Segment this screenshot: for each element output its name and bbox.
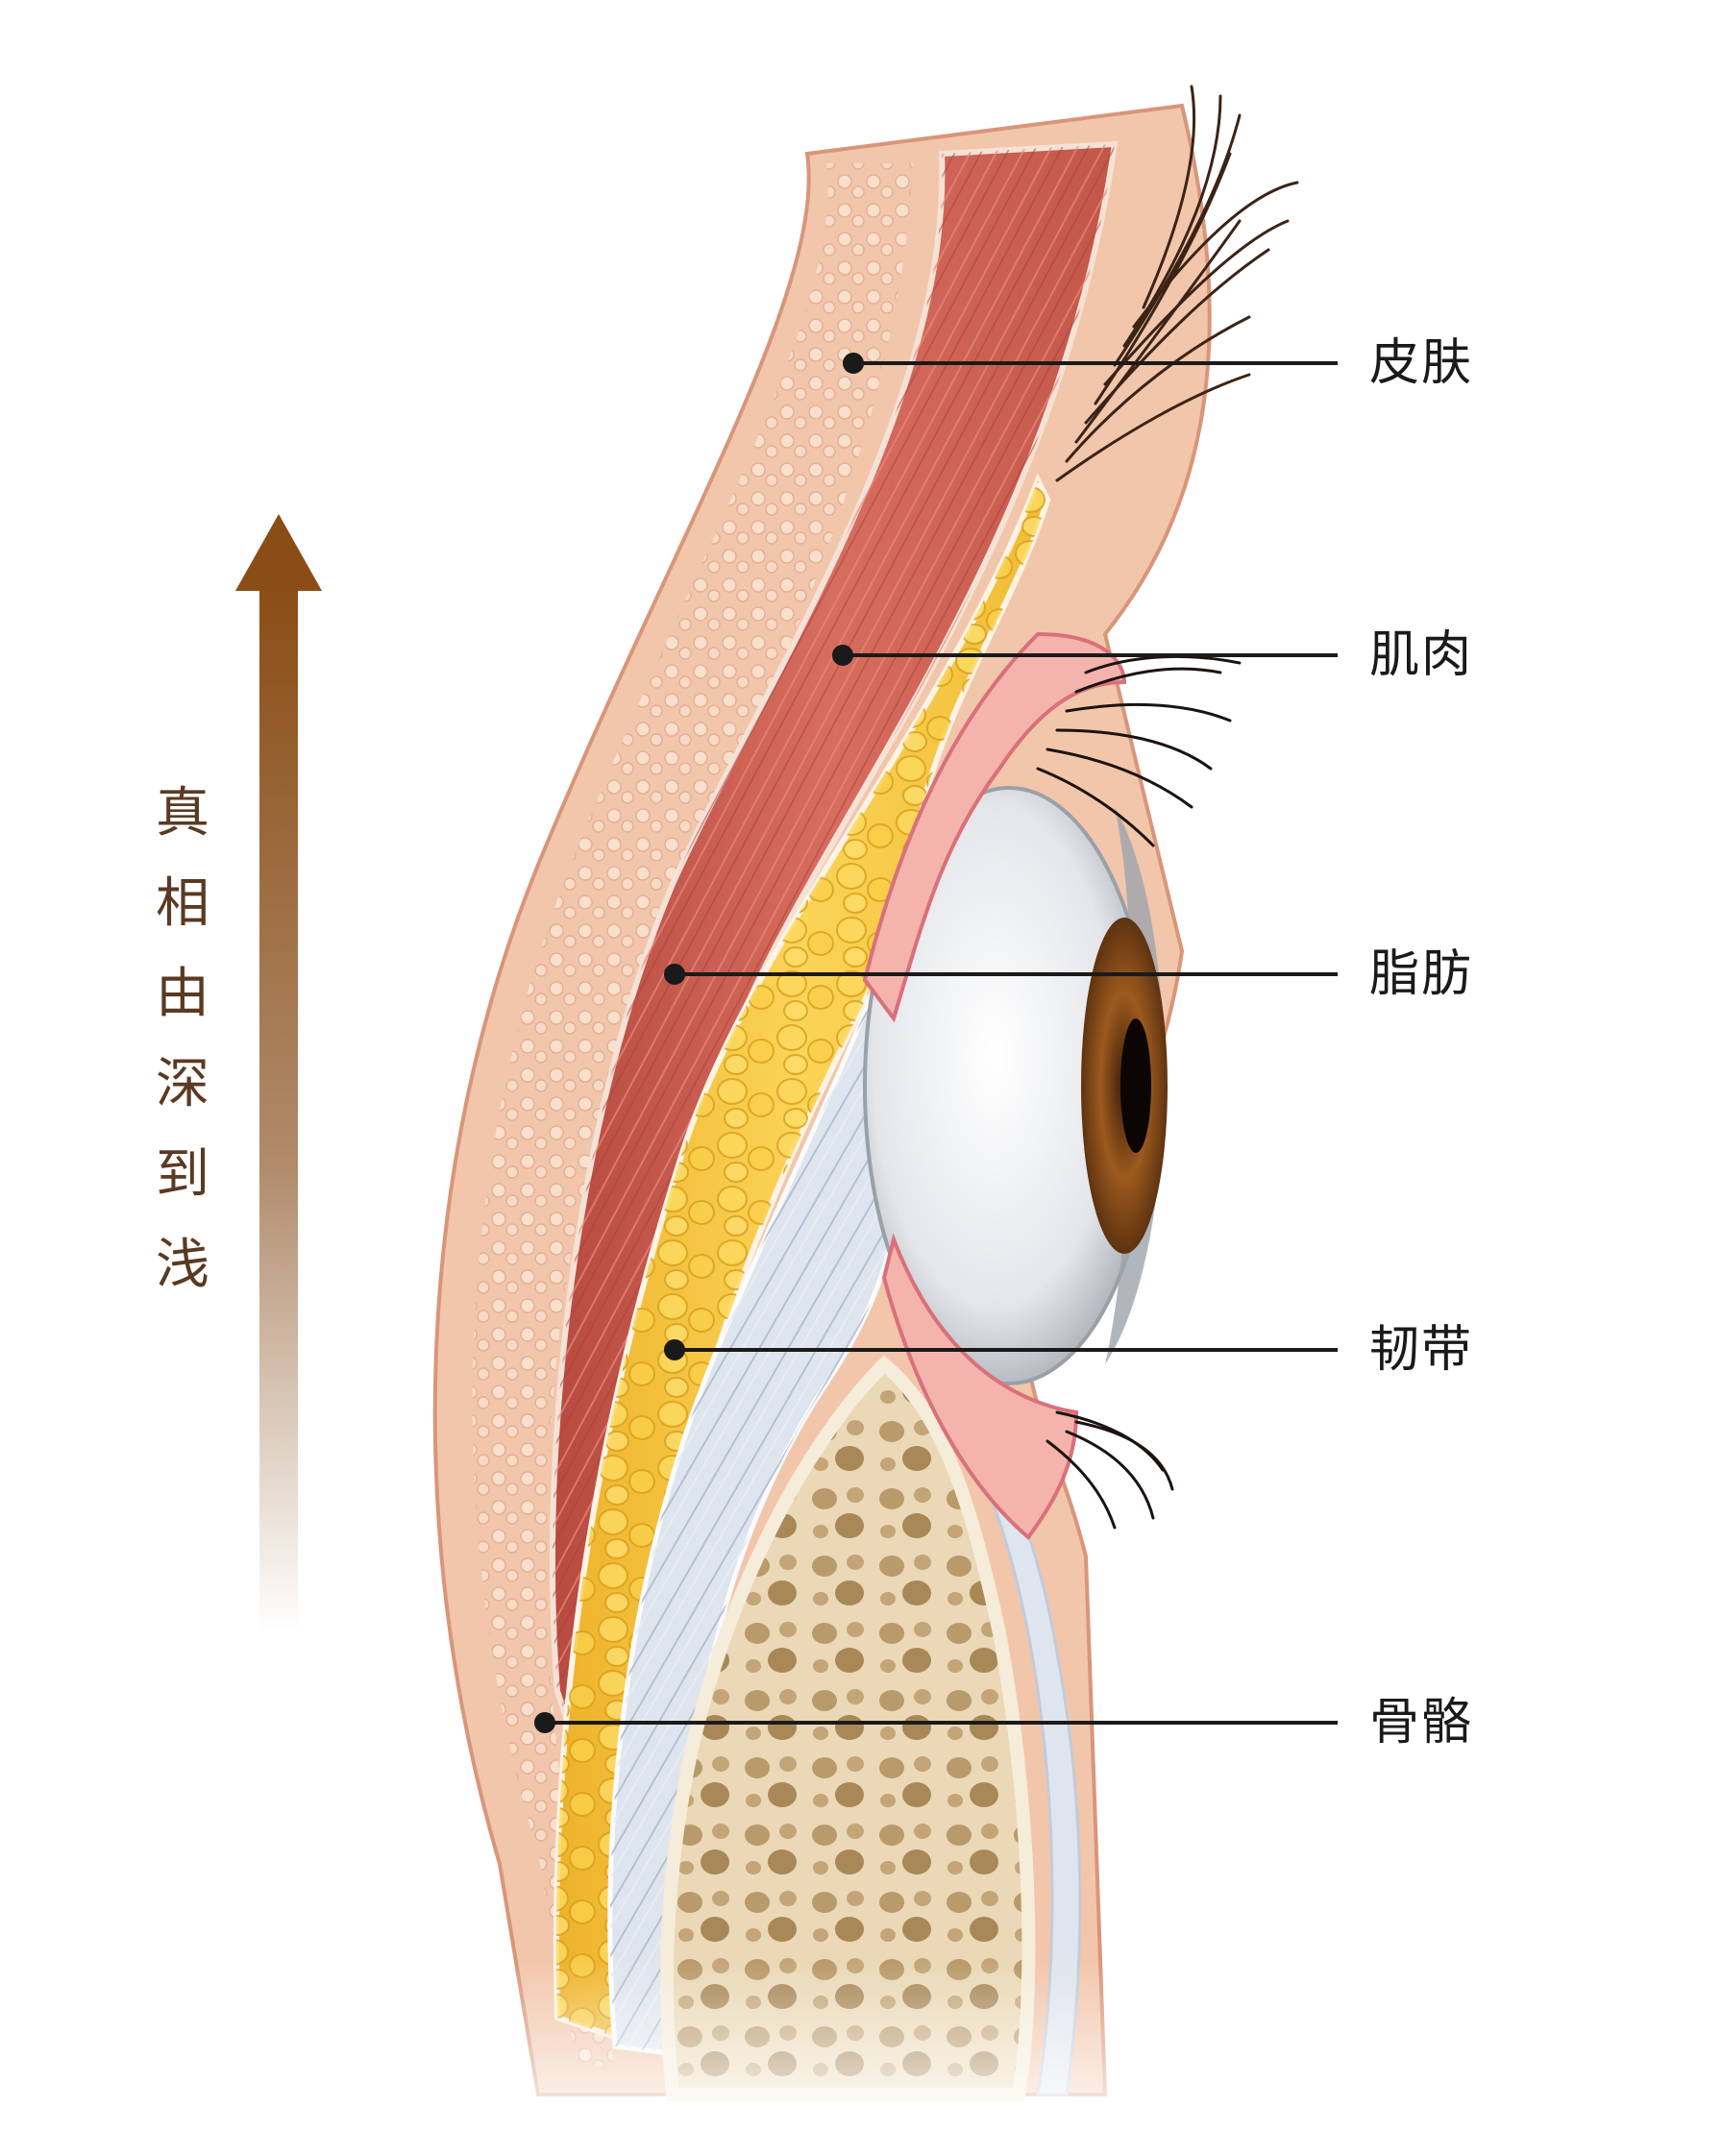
label-ligament: 韧带 [1369, 1321, 1474, 1379]
upper-eyelid [862, 631, 1127, 1023]
lower-eyelid [881, 1233, 1079, 1540]
depth-caption: 真 相 由 深 到 浅 [144, 769, 221, 1311]
label-skin: 皮肤 [1369, 334, 1474, 392]
caption-char: 到 [156, 1143, 209, 1206]
pupil [1120, 1018, 1151, 1153]
caption-char: 浅 [156, 1234, 209, 1296]
eyebrow-hairs [1055, 85, 1299, 482]
label-muscle: 肌肉 [1369, 626, 1474, 684]
dermis-texture [472, 163, 913, 2066]
lower-eyelashes [1046, 1410, 1174, 1530]
leader-lines [534, 353, 1338, 1733]
caption-char: 由 [156, 963, 209, 1025]
label-fat: 脂肪 [1369, 945, 1474, 1003]
depth-direction-arrow [235, 514, 322, 1633]
caption-char: 相 [156, 872, 209, 935]
label-bone: 骨骼 [1369, 1694, 1474, 1752]
upper-eyelashes [1036, 654, 1242, 847]
caption-char: 深 [156, 1053, 209, 1115]
caption-char: 真 [156, 782, 209, 845]
